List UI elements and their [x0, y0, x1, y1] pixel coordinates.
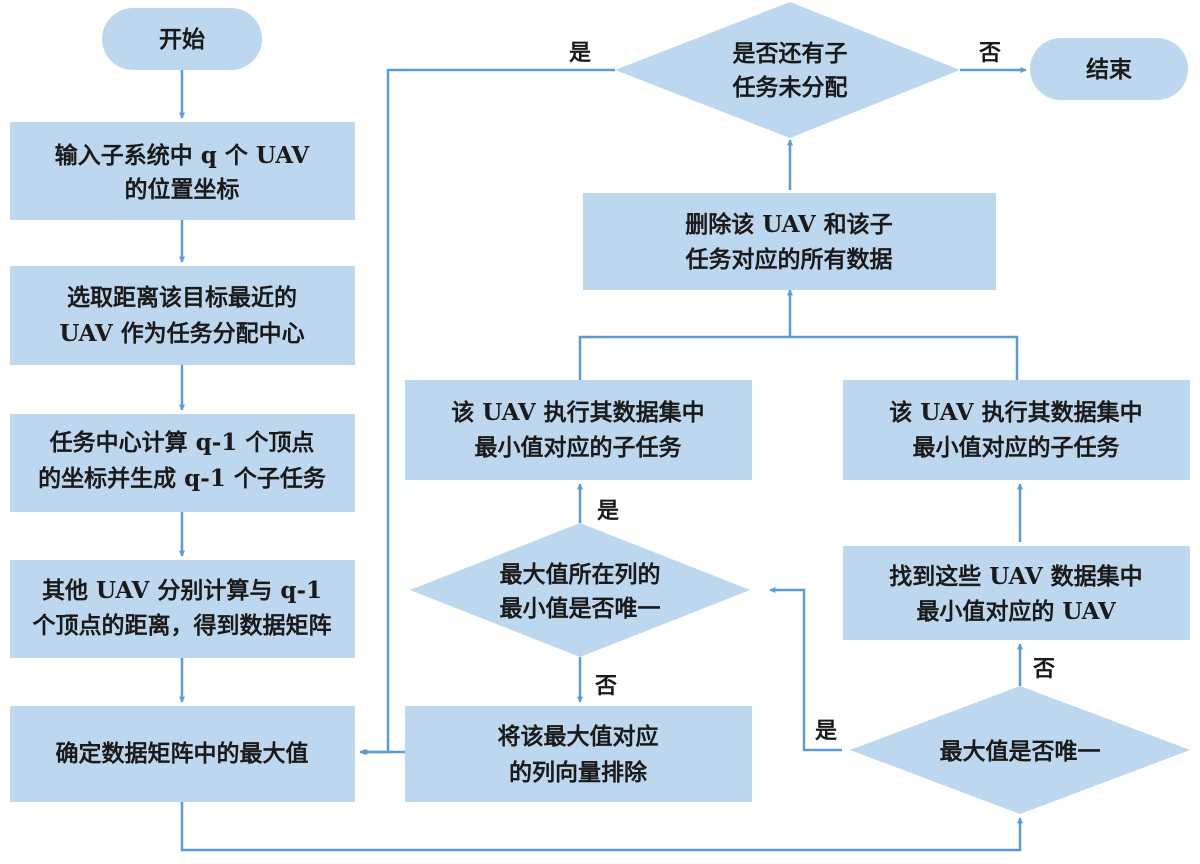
edge-execleft-merge — [578, 335, 1019, 380]
input-coords-line-1: 输入子系统中 q 个 UAV — [55, 142, 311, 169]
edge-label-maxunique-yes: 是 — [815, 718, 837, 744]
find-min-uav-box: 找到这些 UAV 数据集中 最小值对应的 UAV — [843, 546, 1190, 640]
col-min-unique-diamond: 最大值所在列的 最小值是否唯一 — [410, 523, 750, 657]
input-coords-line-2: 的位置坐标 — [125, 176, 240, 203]
exclude-col-line-2: 的列向量排除 — [509, 759, 648, 786]
edge-labels: 是 否 是 否 是 否 — [569, 40, 1055, 744]
end-terminal: 结束 — [1030, 38, 1188, 100]
delete-data-box: 删除该 UAV 和该子 任务对应的所有数据 — [583, 193, 996, 290]
find-min-uav-line-1: 找到这些 UAV 数据集中 — [889, 563, 1142, 590]
remaining-diamond: 是否还有子 任务未分配 — [615, 2, 960, 138]
select-center-line-2: UAV 作为任务分配中心 — [59, 320, 304, 347]
exclude-col-line-1: 将该最大值对应 — [498, 723, 659, 750]
max-unique-line-1: 最大值是否唯一 — [940, 738, 1101, 765]
delete-data-line-2: 任务对应的所有数据 — [685, 246, 893, 273]
col-min-unique-line-1: 最大值所在列的 — [500, 561, 661, 588]
delete-data-line-1: 删除该 UAV 和该子 — [685, 211, 892, 238]
edge-findmax-maxunique — [180, 802, 1023, 852]
remaining-line-1: 是否还有子 — [733, 40, 848, 67]
find-min-uav-line-2: 最小值对应的 UAV — [916, 598, 1117, 625]
input-coords-box: 输入子系统中 q 个 UAV 的位置坐标 — [10, 122, 355, 220]
find-max-line-1: 确定数据矩阵中的最大值 — [56, 740, 309, 767]
edge-maxunique-colmin — [769, 587, 842, 752]
edge-label-remaining-no: 否 — [978, 40, 1001, 66]
edge-label-colmin-no: 否 — [594, 673, 617, 699]
compute-vertices-box: 任务中心计算 q-1 个顶点 的坐标并生成 q-1 个子任务 — [10, 414, 355, 512]
exec-right-box: 该 UAV 执行其数据集中 最小值对应的子任务 — [843, 380, 1190, 480]
start-terminal: 开始 — [102, 8, 262, 70]
exec-right-line-2: 最小值对应的子任务 — [913, 434, 1121, 461]
select-center-box: 选取距离该目标最近的 UAV 作为任务分配中心 — [10, 266, 355, 365]
exec-right-line-1: 该 UAV 执行其数据集中 — [889, 399, 1142, 426]
edge-label-remaining-yes: 是 — [569, 40, 591, 66]
end-label: 结束 — [1086, 56, 1133, 83]
exec-left-line-1: 该 UAV 执行其数据集中 — [451, 399, 704, 426]
find-max-box: 确定数据矩阵中的最大值 — [10, 706, 355, 802]
select-center-line-1: 选取距离该目标最近的 — [67, 284, 297, 311]
compute-distance-line-1: 其他 UAV 分别计算与 q-1 — [42, 577, 322, 604]
edge-remaining-findmax — [361, 68, 615, 755]
edges — [179, 67, 1027, 852]
compute-vertices-line-1: 任务中心计算 q-1 个顶点 — [49, 429, 315, 456]
compute-distance-line-2: 个顶点的距离，得到数据矩阵 — [33, 612, 332, 639]
exec-left-line-2: 最小值对应的子任务 — [475, 434, 683, 461]
edge-label-maxunique-no: 否 — [1032, 656, 1055, 682]
max-unique-diamond: 最大值是否唯一 — [850, 686, 1190, 814]
start-label: 开始 — [159, 26, 205, 53]
compute-vertices-line-2: 的坐标并生成 q-1 个子任务 — [38, 465, 327, 492]
remaining-line-2: 任务未分配 — [732, 74, 848, 101]
exec-left-box: 该 UAV 执行其数据集中 最小值对应的子任务 — [405, 380, 752, 480]
exclude-col-box: 将该最大值对应 的列向量排除 — [405, 706, 752, 802]
col-min-unique-line-2: 最小值是否唯一 — [500, 595, 661, 622]
edge-label-colmin-yes: 是 — [597, 498, 619, 524]
compute-distance-box: 其他 UAV 分别计算与 q-1 个顶点的距离，得到数据矩阵 — [10, 560, 355, 658]
